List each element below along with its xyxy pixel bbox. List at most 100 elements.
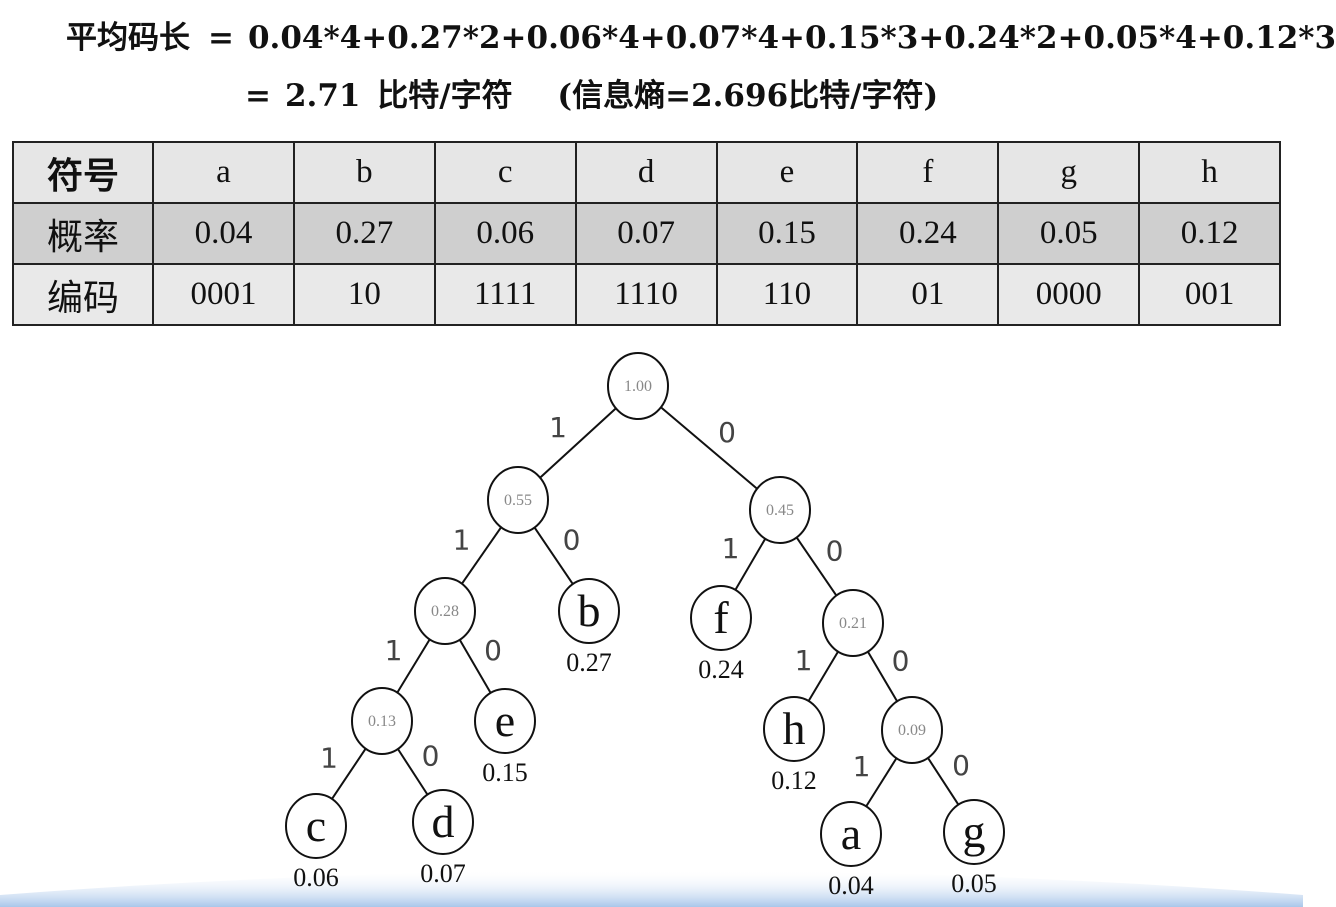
leaf-probability: 0.24 — [698, 655, 744, 684]
leaf-circle — [412, 789, 474, 855]
tree-edge — [807, 650, 840, 702]
formula-label: 平均码长 — [66, 20, 190, 56]
internal-weight: 1.00 — [624, 378, 652, 395]
formula-entropy: (信息熵=2.696比特/字符) — [557, 78, 939, 114]
internal-weight: 0.21 — [839, 615, 867, 632]
internal-node: 0.09 — [881, 696, 943, 764]
internal-weight: 0.13 — [368, 713, 396, 730]
leaf-probability: 0.05 — [951, 869, 997, 898]
probability-cell: 0.12 — [1138, 202, 1281, 265]
huffman-code-table: 符号 a b c d e f g h 概率 0.04 0.27 0.06 0.0… — [12, 141, 1281, 326]
symbol-cell: d — [574, 141, 718, 204]
symbol-cell: e — [715, 141, 859, 204]
leaf-probability: 0.15 — [482, 758, 528, 787]
leaf-symbol: c — [306, 800, 326, 851]
tree-edge — [396, 747, 429, 796]
internal-node: 0.21 — [822, 589, 884, 657]
tree-edge — [533, 526, 574, 585]
formula-result-line: =2.71 比特/字符 (信息熵=2.696比特/字符) — [245, 78, 939, 114]
edge-label: 1 — [385, 634, 403, 667]
leaf-node-b: b 0.27 — [558, 578, 620, 677]
formula-result: 2.71 — [284, 78, 361, 114]
row-header-symbol: 符号 — [12, 141, 154, 204]
edge-label: 1 — [453, 524, 471, 557]
probability-cell: 0.05 — [997, 202, 1141, 265]
internal-circle — [607, 352, 669, 420]
edge-label: 1 — [853, 750, 871, 783]
leaf-node-g: g 0.05 — [943, 799, 1005, 898]
code-row: 编码 0001 10 1111 1110 110 01 0000 001 — [12, 263, 1281, 326]
leaf-circle — [558, 578, 620, 644]
internal-node: 0.45 — [749, 476, 811, 544]
leaf-circle — [285, 793, 347, 859]
leaf-symbol: a — [841, 808, 861, 859]
edge-label: 0 — [826, 535, 844, 568]
tree-edge — [926, 756, 960, 806]
edge-label: 1 — [320, 742, 338, 775]
leaf-symbol: e — [495, 695, 515, 746]
code-cell: 1110 — [574, 263, 718, 326]
symbol-cell: b — [292, 141, 436, 204]
code-cell: 10 — [292, 263, 436, 326]
tree-edge — [396, 638, 431, 694]
edge-label: 1 — [795, 644, 813, 677]
probability-cell: 0.07 — [574, 202, 718, 265]
internal-node: 0.28 — [414, 577, 476, 645]
average-code-length-formula: 平均码长=0.04*4+0.27*2+0.06*4+0.07*4+0.15*3+… — [66, 20, 1336, 56]
internal-circle — [487, 466, 549, 534]
internal-circle — [822, 589, 884, 657]
probability-cell: 0.06 — [433, 202, 577, 265]
internal-circle — [351, 687, 413, 755]
leaf-symbol: d — [432, 796, 455, 847]
edge-label: 0 — [952, 749, 970, 782]
leaf-probability: 0.12 — [771, 766, 817, 795]
leaf-symbol: g — [963, 806, 986, 857]
edge-label: 1 — [722, 532, 740, 565]
leaf-circle — [474, 688, 536, 754]
symbol-cell: h — [1138, 141, 1281, 204]
code-cell: 01 — [856, 263, 1000, 326]
tree-edge — [458, 638, 492, 694]
tree-edge — [331, 747, 367, 800]
symbol-row: 符号 a b c d e f g h — [12, 141, 1281, 204]
tree-edge — [734, 537, 767, 591]
internal-weight: 0.55 — [504, 492, 532, 509]
internal-node: 0.13 — [351, 687, 413, 755]
code-cell: 001 — [1138, 263, 1281, 326]
internal-weight: 0.28 — [431, 603, 459, 620]
symbol-cell: g — [997, 141, 1141, 204]
tree-edge — [866, 650, 899, 703]
internal-node: 0.55 — [487, 466, 549, 534]
edge-label: 1 — [549, 411, 567, 444]
internal-node: 1.00 — [607, 352, 669, 420]
code-cell: 0001 — [152, 263, 295, 326]
leaf-symbol: b — [578, 585, 601, 636]
leaf-node-e: e 0.15 — [474, 688, 536, 787]
leaf-circle — [763, 696, 825, 762]
tree-edge — [795, 536, 838, 597]
leaf-circle — [943, 799, 1005, 865]
symbol-cell: a — [152, 141, 295, 204]
tree-edge — [460, 526, 503, 585]
probability-row: 概率 0.04 0.27 0.06 0.07 0.15 0.24 0.05 0.… — [12, 202, 1281, 265]
internal-weight: 0.45 — [766, 502, 794, 519]
leaf-node-f: f0.24 — [690, 585, 752, 684]
code-cell: 110 — [715, 263, 859, 326]
leaf-probability: 0.06 — [293, 863, 339, 892]
row-header-probability: 概率 — [12, 202, 154, 265]
row-header-code: 编码 — [12, 263, 154, 326]
symbol-cell: c — [433, 141, 577, 204]
formula-expression: 0.04*4+0.27*2+0.06*4+0.07*4+0.15*3+0.24*… — [247, 20, 1336, 56]
leaf-node-a: a0.04 — [820, 801, 882, 900]
probability-cell: 0.15 — [715, 202, 859, 265]
leaf-probability: 0.27 — [566, 648, 612, 677]
leaf-circle — [690, 585, 752, 651]
probability-cell: 0.27 — [292, 202, 436, 265]
probability-cell: 0.04 — [152, 202, 295, 265]
leaf-node-c: c 0.06 — [285, 793, 347, 892]
leaf-symbol: h — [783, 703, 806, 754]
internal-circle — [749, 476, 811, 544]
formula-unit: 比特/字符 — [377, 78, 513, 114]
probability-cell: 0.24 — [856, 202, 1000, 265]
